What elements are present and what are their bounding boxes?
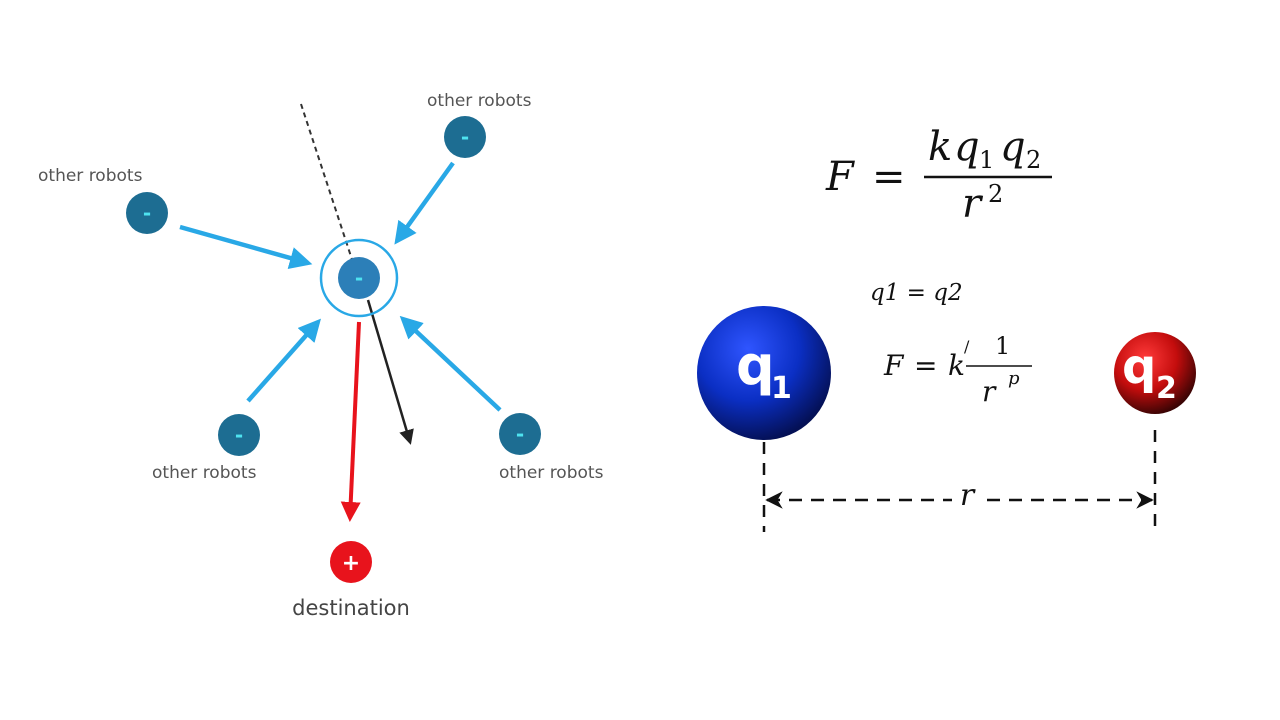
equality-text: q1 = q2	[870, 280, 963, 306]
formula-numerator-k: k	[928, 124, 952, 170]
robot-label-top-right: other robots	[427, 91, 532, 111]
secondary-prime: /	[964, 337, 970, 356]
force-arrow-left	[179, 224, 313, 269]
robot-top-left: -	[126, 192, 168, 234]
destination-sign: +	[342, 551, 360, 576]
formula-denominator: r	[962, 181, 984, 227]
formula-numerator-q2: q	[1000, 124, 1026, 170]
force-arrow-bottom-left	[246, 318, 321, 403]
formula-numerator-q2-sub: 2	[1026, 146, 1041, 174]
charge-q2-symbol: q	[1122, 339, 1156, 395]
charge-q2: q 2	[1114, 332, 1196, 414]
force-arrow-top-right	[394, 161, 455, 245]
robot-label-top-left: other robots	[38, 166, 143, 186]
secondary-numerator: 1	[995, 332, 1010, 360]
formula-numerator-q1-sub: 1	[979, 146, 994, 174]
robot-sign: -	[143, 201, 151, 225]
distance-label: r	[960, 478, 976, 513]
destination-label: destination	[292, 596, 410, 620]
resultant-arrow	[366, 299, 414, 445]
charge-q1-symbol: q	[736, 334, 775, 397]
charge-q1: q 1	[697, 306, 831, 440]
coulomb-formula: F = k q 1 q 2 r 2	[825, 124, 1052, 227]
robot-label-bottom-left: other robots	[152, 463, 257, 483]
attraction-arrow	[340, 321, 361, 522]
robot-sign: -	[235, 423, 243, 447]
secondary-formula: F = k / 1 r p	[883, 332, 1032, 408]
robot-swarm-diagram: - - other robots - other robots - other …	[38, 91, 604, 620]
center-robot: -	[319, 238, 399, 318]
secondary-denominator: r	[982, 375, 997, 408]
robot-label-bottom-right: other robots	[499, 463, 604, 483]
formula-equals: =	[872, 154, 906, 200]
charge-q1-subscript: 1	[771, 371, 792, 406]
center-robot-sign: -	[355, 266, 363, 290]
robot-sign: -	[516, 422, 524, 446]
formula-numerator-q1: q	[954, 124, 980, 170]
coulomb-diagram: F = k q 1 q 2 r 2 q1 = q2 F = k / 1 r p …	[697, 124, 1196, 532]
charge-q2-subscript: 2	[1156, 371, 1177, 406]
robot-bottom-right: -	[499, 413, 541, 455]
secondary-equals: =	[914, 349, 937, 382]
robot-bottom-left: -	[218, 414, 260, 456]
force-arrow-bottom-right	[399, 315, 502, 412]
secondary-lhs: F	[883, 349, 905, 382]
destination-marker: +	[330, 541, 372, 583]
secondary-k: k	[948, 349, 965, 382]
formula-lhs: F	[825, 154, 855, 200]
robot-sign: -	[461, 125, 469, 149]
secondary-denominator-exp: p	[1008, 368, 1020, 389]
distance-indicator: r	[762, 430, 1157, 532]
formula-denominator-exp: 2	[988, 180, 1003, 208]
robot-top-right: -	[444, 116, 486, 158]
